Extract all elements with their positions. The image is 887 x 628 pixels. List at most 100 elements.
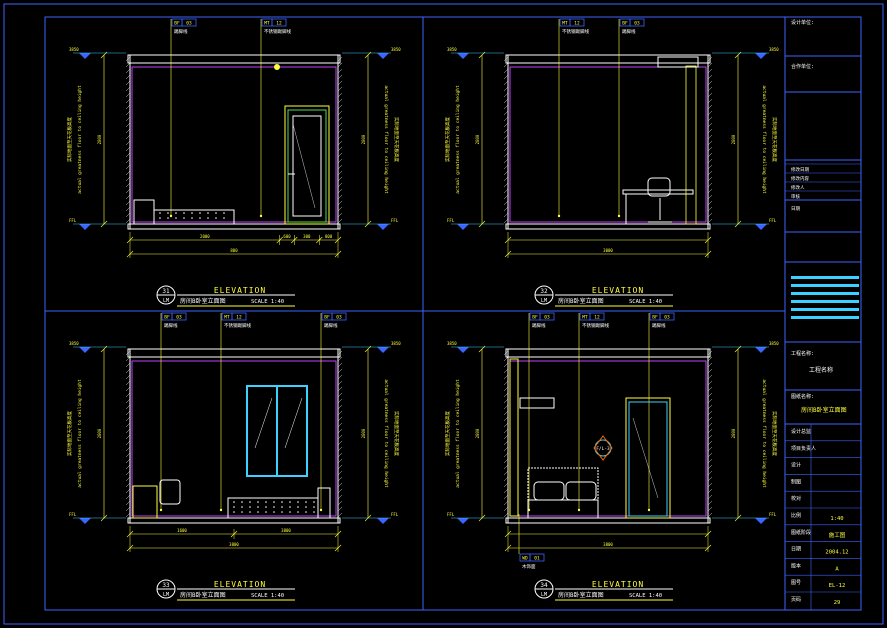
tag-num-box [659,312,675,321]
tb-row-label: 日期 [791,547,801,553]
bed-pattern [313,506,315,508]
wall-hatch [337,80,343,86]
tb-text-bar [791,316,859,319]
bed-pattern [167,212,169,214]
wall-hatch [503,170,509,176]
wall-hatch [503,446,509,452]
tag-code: BF [622,21,628,27]
wall-hatch [707,470,713,476]
wall-hatch [337,128,343,134]
level-label: 3850 [391,341,401,346]
elevation-subtitle: 房间B卧室立面图 [558,297,604,305]
drawing-sheet: LM [541,298,547,304]
leader-dot [319,508,323,512]
dim-height-label: 2800 [361,134,366,144]
bed-pattern [297,501,299,503]
dim-tick [704,250,712,258]
wall-hatch [125,170,131,176]
bed-pattern [289,506,291,508]
wall-hatch [337,194,343,200]
wall-hatch [337,506,343,512]
dim-tick [100,220,108,228]
tag-note: 不锈钢踢脚线 [264,28,291,35]
wall-hatch [503,212,509,218]
wall-hatch [707,350,713,356]
pillow [533,481,565,501]
height-note-en: actual greatness floor to ceiling height [77,379,83,488]
wall-hatch [707,392,713,398]
wall-hatch [125,392,131,398]
door-reflection [632,417,659,499]
wall-hatch [503,92,509,98]
wall-hatch [503,386,509,392]
drawing-number: 34 [540,582,548,589]
wall-hatch [707,116,713,122]
wall-hatch [503,500,509,506]
level-marker [755,53,767,59]
bed-pattern [207,212,209,214]
wall-hatch [707,380,713,386]
wall-hatch [337,116,343,122]
bed-pattern [281,506,283,508]
bed-pattern [241,506,243,508]
bed-pattern [313,511,315,513]
tb-row-label: 设计总监 [791,428,811,435]
bed-pattern [265,501,267,503]
tb-row-value: A [835,566,839,572]
drawing-number: 33 [162,582,170,589]
elevation-scale: SCALE 1:40 [251,593,284,599]
bed-pattern [305,506,307,508]
wall-hatch [337,350,343,356]
level-label: FFL [447,512,455,517]
wall-hatch [503,200,509,206]
bed-pattern [159,217,161,219]
level-label: FFL [391,512,399,517]
light-fixture [274,64,280,70]
wall-hatch [125,176,131,182]
dim-value: 3800 [229,542,239,547]
wall-hatch [337,470,343,476]
dim-height-label: 2800 [97,134,102,144]
tag-num-box [181,18,197,27]
elevation-heading: ELEVATION [592,580,644,589]
dim-tick [126,530,134,538]
tag-num: 03 [336,315,342,321]
level-label: 3850 [447,47,457,52]
wall-hatch [337,446,343,452]
tag-note: 踢脚线 [532,322,546,329]
wall-hatch [707,416,713,422]
wall-hatch [337,152,343,158]
wall-hatch [337,464,343,470]
elevation-heading: ELEVATION [592,286,644,295]
wall-hatch [125,80,131,86]
wall-hatch [707,188,713,194]
dim-value: 3800 [603,542,613,547]
wall-hatch [503,194,509,200]
wall-hatch [125,464,131,470]
tag-num: 03 [664,315,670,321]
wall-hatch [503,482,509,488]
tag-num-box [539,312,555,321]
wall-hatch [337,122,343,128]
height-note-cn: 实际地面至天花板高度 [771,117,778,162]
leader-dot [577,508,581,512]
level-label: FFL [769,218,777,223]
wall-hatch [503,80,509,86]
bed-pattern [281,501,283,503]
wall-hatch [503,476,509,482]
tag-num: 03 [634,21,640,27]
tag-note: 不锈钢踢脚线 [562,28,589,35]
curtain [509,358,519,517]
drawing-number: 32 [540,288,548,295]
wall-hatch [707,458,713,464]
tag-code: BF [532,315,538,321]
bed-pattern [199,212,201,214]
dim-height-label: 2800 [361,428,366,438]
dim-tick [734,345,742,353]
tag-code: WD [522,556,528,562]
level-label: 3850 [69,341,79,346]
drawing-sheet: LM [541,592,547,598]
leader-dot [159,508,163,512]
